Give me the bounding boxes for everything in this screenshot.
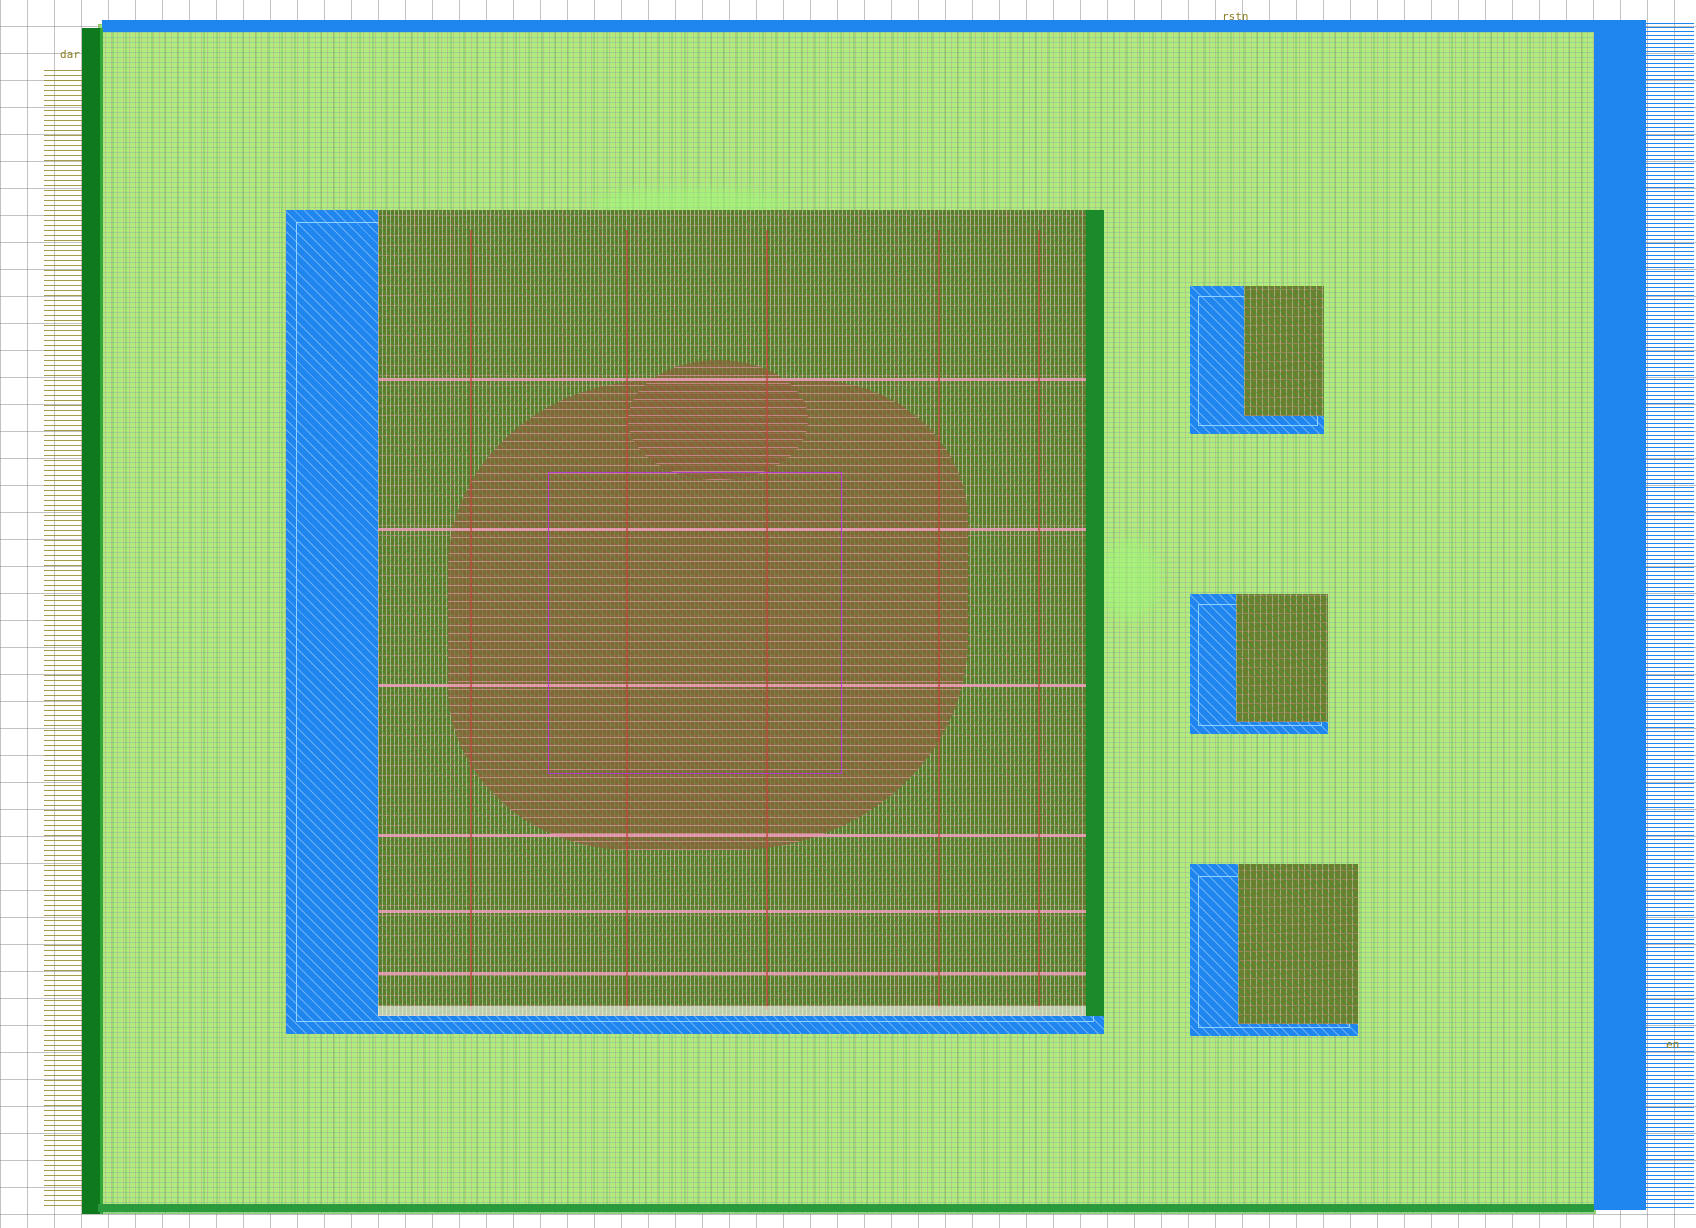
- power-stripe: [378, 528, 1104, 531]
- bottom-power-rail: [98, 1204, 1594, 1212]
- right-pin-label: en: [1666, 1038, 1680, 1051]
- standard-cell-region: [378, 210, 1104, 1016]
- halo: [1100, 540, 1160, 620]
- left-io-pin-bank: [44, 66, 83, 1206]
- macro-core: [1236, 594, 1328, 722]
- power-stripe: [378, 910, 1104, 913]
- right-rail: [1086, 210, 1104, 1016]
- power-stripe: [378, 684, 1104, 687]
- vertical-stripe: [470, 230, 472, 1010]
- vertical-stripe: [938, 230, 940, 1010]
- sram-macro-3[interactable]: [1190, 864, 1358, 1036]
- macro-core: [1238, 864, 1358, 1024]
- vertical-stripe: [626, 230, 628, 1010]
- right-io-pin-teeth: [1646, 22, 1694, 1208]
- sram-macro-2[interactable]: [1190, 594, 1328, 734]
- top-power-rail: [102, 20, 1594, 32]
- left-pin-label: dar: [60, 48, 80, 61]
- placement-region[interactable]: [548, 472, 842, 774]
- vertical-stripe: [1038, 230, 1040, 1010]
- vertical-stripe: [766, 230, 768, 1010]
- right-io-pin-bank: [1594, 20, 1646, 1210]
- main-core-macro[interactable]: [286, 210, 1104, 1034]
- power-stripe: [378, 378, 1104, 381]
- left-power-rail: [82, 28, 103, 1214]
- power-stripe: [378, 972, 1104, 975]
- top-pin-label: rstn: [1222, 10, 1249, 23]
- bottom-rail: [378, 1006, 1104, 1016]
- power-stripe: [378, 834, 1104, 837]
- macro-core: [1244, 286, 1324, 416]
- sram-macro-1[interactable]: [1190, 286, 1324, 434]
